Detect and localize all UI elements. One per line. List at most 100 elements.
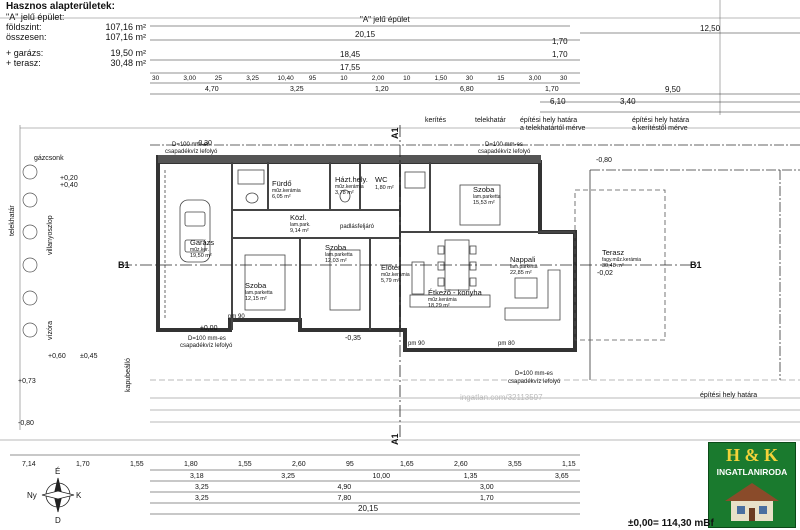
- company-logo: H & K INGATLANIRODA: [708, 442, 796, 528]
- legend-row-label: + terasz:: [6, 58, 41, 68]
- bathroom-fixtures: [237, 169, 426, 204]
- epitesi-label-2: építési hely határa: [632, 117, 689, 124]
- section-a1-top: A1: [390, 127, 400, 139]
- bottom-dim-r2-value: 1,35: [464, 473, 478, 480]
- room-area: 12,03 m²: [325, 258, 347, 264]
- room-floor: lam.parketta: [473, 194, 501, 200]
- room-name: WC: [375, 175, 388, 184]
- legend-row-label: összesen:: [6, 32, 47, 42]
- csapadek-bot-2b: csapadékvíz lefolyó: [508, 379, 561, 385]
- logo-letters: H & K: [726, 445, 778, 465]
- room-name: Házt.hely.: [335, 175, 368, 184]
- compass-icon: [41, 477, 75, 513]
- room-name: Garázs: [190, 238, 214, 247]
- room-floor: műz.kerámia: [272, 188, 301, 194]
- dim-r3-value: 10: [403, 75, 411, 82]
- sofa-icon: [504, 269, 561, 321]
- level-m030: -0,30: [196, 140, 212, 147]
- bottom-dimensions: [10, 454, 580, 515]
- bottom-dim-r1-value: 2,60: [292, 461, 306, 468]
- legend-row: földszint:107,16 m²: [6, 22, 146, 32]
- fence-line: [150, 144, 800, 380]
- bottom-dim-r4-value: 1,70: [480, 495, 494, 502]
- bottom-dim-r1-value: 1,80: [184, 461, 198, 468]
- room-area: 22,85 m²: [510, 270, 532, 276]
- kitchen-counter: [409, 261, 491, 308]
- pm-label-3: pm 80: [498, 341, 515, 347]
- csapadek-top-1b: csapadékvíz lefolyó: [165, 149, 218, 155]
- room-floor: lam.parketta: [245, 290, 273, 296]
- compass-ny: Ny: [27, 491, 37, 500]
- room-floor: fagy.műz.kerámia: [602, 257, 641, 263]
- section-lines: [120, 125, 700, 440]
- dim-r3-value: 30: [152, 75, 160, 82]
- pm-label-2: pm 90: [408, 341, 425, 347]
- dim-r3-value: 3,00: [529, 75, 542, 82]
- bottom-dim-r1-value: 2,60: [454, 461, 468, 468]
- legend-row: összesen:107,16 m²: [6, 32, 146, 42]
- padlasfeljaro-label: padlásfeljáró: [340, 224, 375, 230]
- room-name: Fürdő: [272, 179, 292, 188]
- beds: [244, 184, 501, 311]
- dim-r3-value: 10,40: [278, 75, 295, 82]
- bottom-dim-r1-value: 3,55: [508, 461, 522, 468]
- dim-r4-value: 1,70: [545, 86, 559, 93]
- dim-r6: 9,50: [665, 85, 681, 94]
- base-level-text: ±0,00= 114,30 mBf: [628, 518, 714, 529]
- room-area: 19,50 m²: [190, 253, 212, 259]
- room-name: Előtér: [381, 263, 401, 272]
- dim-r3-value: 10: [340, 75, 348, 82]
- level-m080b: -0,80: [18, 420, 34, 427]
- room-floor: lam.parketta: [510, 264, 538, 270]
- room-area: 1,80 m²: [375, 185, 394, 191]
- legend-row-value: 19,50 m²: [110, 48, 146, 58]
- epitesi-label-bottom: építési hely határa: [700, 392, 757, 399]
- level-m002: -0,02: [597, 270, 613, 277]
- room-name: Közl.: [290, 213, 307, 222]
- villanyoszlop-label: villanyoszlop: [47, 215, 54, 255]
- dim-r3-value: 2,00: [372, 75, 385, 82]
- csapadek-top-2: D=100 mm-es: [485, 142, 523, 148]
- bottom-dim-r2-value: 10,00: [373, 473, 391, 480]
- top-dimensions: [150, 25, 800, 113]
- level-p040: +0,40: [60, 182, 78, 189]
- csapadek-bot-1: D=100 mm-es: [188, 336, 226, 342]
- bottom-dim-r3-value: 3,00: [480, 484, 494, 491]
- dim-r5: 3,40: [620, 97, 636, 106]
- dim-r4-value: 4,70: [205, 86, 219, 93]
- compass-d: D: [55, 516, 61, 525]
- pm-label-1: pm 90: [228, 314, 245, 320]
- dim-r4-value: 3,25: [290, 86, 304, 93]
- dim-r3-value: 30: [466, 75, 474, 82]
- level-p060: +0,60: [48, 353, 66, 360]
- room-name: Szoba: [245, 281, 267, 290]
- legend-row: + terasz:30,48 m²: [6, 58, 146, 68]
- room-area: 18,29 m²: [428, 303, 450, 309]
- level-m045: ±0,45: [80, 353, 98, 360]
- dim-r2b: 1,70: [552, 50, 568, 59]
- vizora-label: vízóra: [47, 321, 54, 340]
- section-a1-bottom: A1: [390, 433, 400, 445]
- csapadek-bot-1b: csapadékvíz lefolyó: [180, 343, 233, 349]
- level-p073: +0,73: [18, 378, 36, 385]
- garage-car-icon: [179, 199, 211, 263]
- room-area: 12,15 m²: [245, 296, 267, 302]
- bottom-dim-r1-value: 1,15: [562, 461, 576, 468]
- dim-r2a: 17,55: [340, 63, 361, 72]
- bottom-dim-r4-value: 3,25: [195, 495, 209, 502]
- bottom-dim-r2-value: 3,25: [281, 473, 295, 480]
- room-area: 6,05 m²: [272, 194, 291, 200]
- room-floor: lam.parketta: [325, 252, 353, 258]
- bottom-dim-r1-value: 1,65: [400, 461, 414, 468]
- room-name: Nappali: [510, 255, 536, 264]
- kerites-label: kerítés: [425, 117, 447, 124]
- compass-n: É: [55, 467, 60, 476]
- kapubeallo-label: kapubeálló: [125, 358, 132, 392]
- dim-r3-value: 3,00: [183, 75, 196, 82]
- dim-r4-value: 6,80: [460, 86, 474, 93]
- dim-r3-value: 25: [215, 75, 223, 82]
